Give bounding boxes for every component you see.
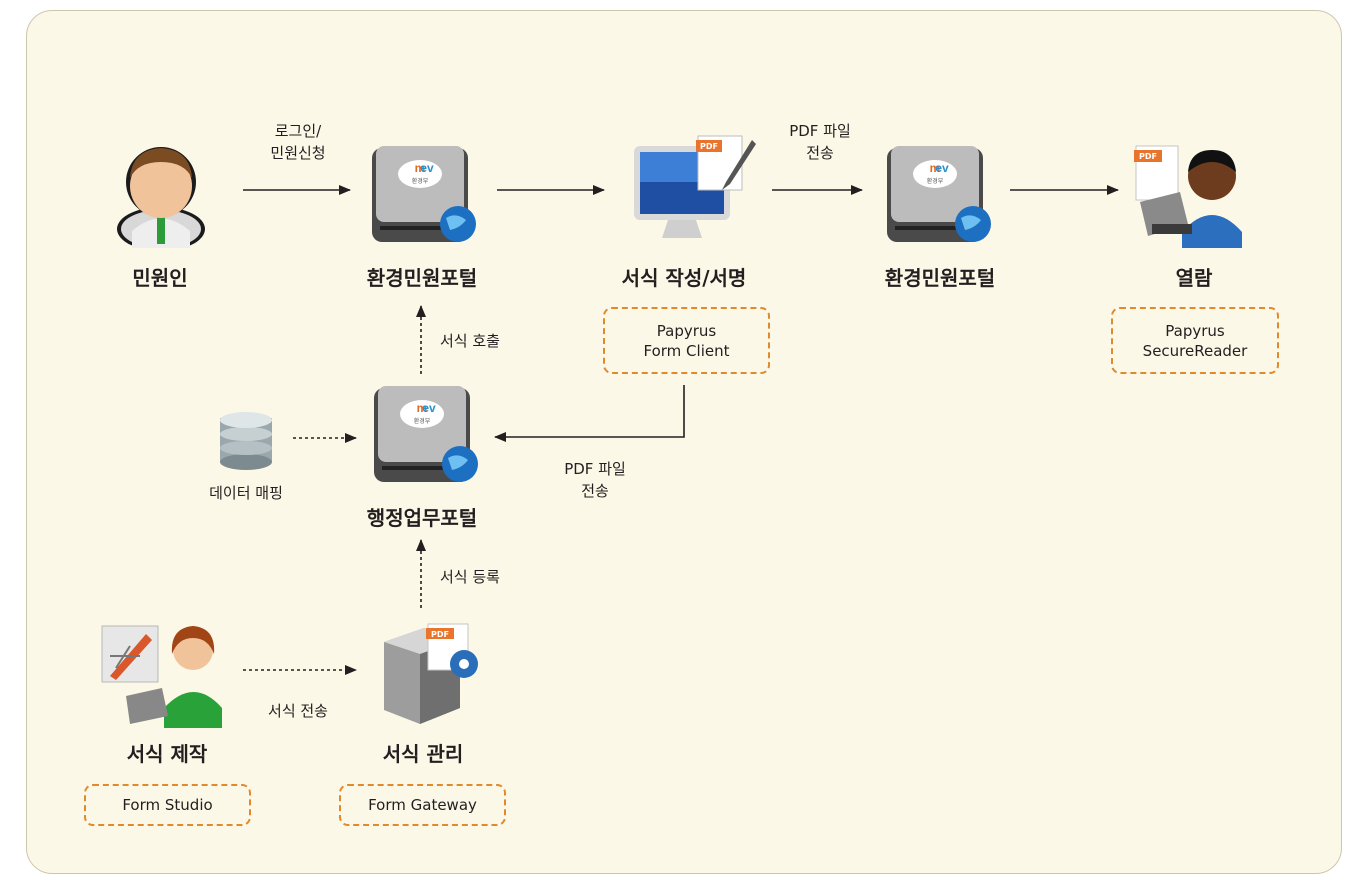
gateway-server-icon: PDF: [384, 623, 478, 724]
monitor-pdf-icon: PDF: [634, 135, 756, 238]
edge-label-pdf-send-mid: PDF 파일 전송: [564, 460, 626, 500]
node-portal-1-label: 환경민원포털: [366, 266, 478, 290]
database-icon: [220, 412, 272, 470]
svg-text:m: m: [417, 401, 428, 415]
node-admin-portal-label: 행정업무포털: [366, 506, 478, 530]
svg-text:m: m: [930, 161, 941, 175]
svg-text:환경부: 환경부: [927, 177, 944, 185]
edge-label-form-send: 서식 전송: [268, 702, 328, 720]
svg-text:m: m: [415, 161, 426, 175]
node-form-make-label: 서식 제작: [126, 742, 208, 766]
person-icon: [117, 147, 205, 248]
server-admin-icon: m ev 환경부: [374, 386, 478, 482]
edge-label-form-register: 서식 등록: [440, 568, 500, 586]
svg-text:PDF: PDF: [700, 142, 718, 151]
svg-text:ev: ev: [420, 161, 434, 175]
node-form-manage-label: 서식 관리: [382, 742, 464, 766]
svg-text:PDF: PDF: [1139, 152, 1157, 161]
node-applicant-label: 민원인: [132, 266, 188, 290]
server-portal-icon: m ev 환경부: [372, 146, 476, 242]
node-portal-2-label: 환경민원포털: [884, 266, 996, 290]
edge-label-login: 로그인/ 민원신청: [270, 122, 326, 162]
reader-person-icon: PDF: [1134, 145, 1242, 248]
svg-text:ev: ev: [422, 401, 436, 415]
svg-text:PDF: PDF: [431, 630, 449, 639]
svg-text:ev: ev: [935, 161, 949, 175]
edge-label-pdf-send-top: PDF 파일 전송: [789, 122, 851, 162]
edge-label-form-call: 서식 호출: [440, 332, 500, 350]
node-db-label: 데이터 매핑: [209, 484, 283, 502]
svg-text:환경부: 환경부: [412, 177, 429, 185]
svg-text:환경부: 환경부: [414, 417, 431, 425]
arrow-form-client-to-admin: [494, 385, 685, 442]
product-form-gateway: Form Gateway: [339, 784, 506, 826]
designer-icon: [101, 625, 222, 728]
node-form-write-label: 서식 작성/서명: [621, 266, 747, 290]
server-portal-icon: m ev 환경부: [887, 146, 991, 242]
product-form-studio: Form Studio: [84, 784, 251, 826]
node-view-label: 열람: [1175, 266, 1213, 290]
